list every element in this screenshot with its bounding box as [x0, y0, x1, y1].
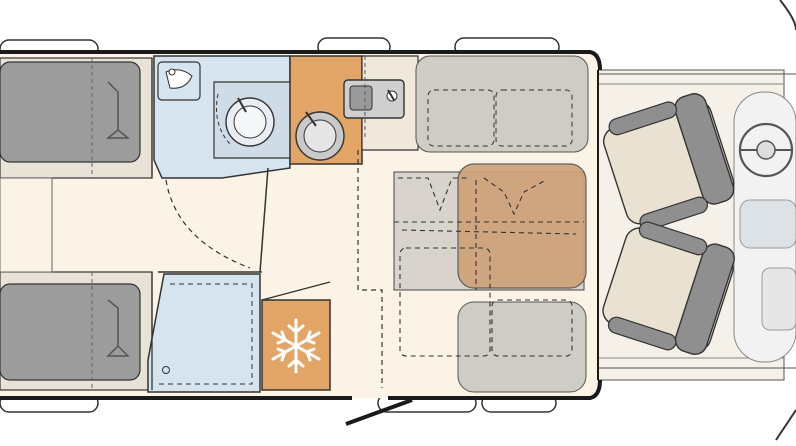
dinette-table — [457, 163, 587, 289]
bathroom-door — [158, 167, 269, 273]
washbasin-icon — [213, 81, 291, 159]
cab — [598, 0, 796, 441]
refrigerator-snowflake-icon — [261, 281, 331, 391]
toilet-icon — [157, 61, 201, 101]
entrance-door-icon — [345, 398, 413, 426]
rear-bed-top — [0, 57, 153, 179]
door-swing-lines — [165, 150, 383, 388]
rear-bed-bottom — [0, 271, 153, 391]
outer-walls — [0, 50, 602, 400]
cab-seat-icon — [602, 93, 735, 356]
kitchen-counter — [289, 55, 419, 165]
steering-wheel-icon — [738, 122, 794, 178]
bed-step — [0, 177, 53, 273]
bathroom — [153, 55, 291, 179]
shower-tray-icon — [147, 273, 261, 393]
dinette-seating — [393, 55, 589, 393]
